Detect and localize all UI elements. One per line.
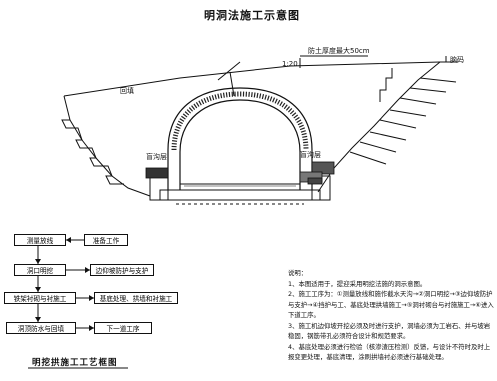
diagram-title: 明洞法施工示意图 (204, 9, 300, 22)
flow-box-waterproof: 基底处理、拱墙和衬施工 (94, 292, 178, 304)
flow-box-backfill: 洞顶防水与回填 (6, 322, 76, 334)
scale-label: 1:20 (282, 60, 298, 68)
notes-heading: 说明： (288, 269, 308, 277)
notes-item-4: 4、基底处理必须进行检验（核渗渣压检测）反馈，与设计不符时及时上报变更处理，基底… (288, 342, 491, 362)
right-slope-line (317, 61, 441, 193)
drain-right-label: 盲沟层 (300, 151, 321, 159)
tunnel-base-slab (159, 189, 321, 201)
right-drain-block (311, 161, 335, 175)
backfill-top-label: 防土厚度最大50cm (308, 47, 370, 55)
tunnel-inner-lining (179, 99, 301, 190)
notes-item-2: 2、施工工序为：①测量放线和施作截水天沟→②洞口明挖→③边仰坡防护与支护→④挡护… (288, 290, 494, 319)
notes-item-3: 3、施工机边仰坡开挖必须及时进行支护，洞墙必须为工岩石、并与坡岩稳固，钢筋带孔必… (288, 321, 491, 341)
flow-box-excavate: 洞口明挖 (14, 264, 66, 276)
tunnel-outer-lining (167, 87, 313, 190)
flow-box-support: 边仰坡防护与支护 (90, 264, 154, 276)
notes-item-1: 1、本图适用于，提迎采用明挖法施的洞示意图。 (288, 279, 427, 288)
left-drain-block (145, 167, 169, 179)
notes-block: 说明： 1、本图适用于，提迎采用明挖法施的洞示意图。 2、施工工序为：①测量放线… (288, 268, 494, 363)
flow-box-survey: 测量放线 (14, 234, 66, 246)
slope-right-label: 脑码 (450, 56, 464, 64)
embankment-left-label: 回填 (120, 87, 134, 95)
flow-box-next: 下一道工序 (94, 322, 152, 334)
drain-left-label: 盲沟层 (146, 153, 167, 161)
flowchart-title: 明挖拱施工工艺框图 (32, 358, 118, 368)
left-slope-line (63, 95, 151, 197)
flow-box-prepare: 准备工作 (84, 234, 128, 246)
flow-box-lining: 铁架衬砌与衬施工 (4, 292, 76, 304)
